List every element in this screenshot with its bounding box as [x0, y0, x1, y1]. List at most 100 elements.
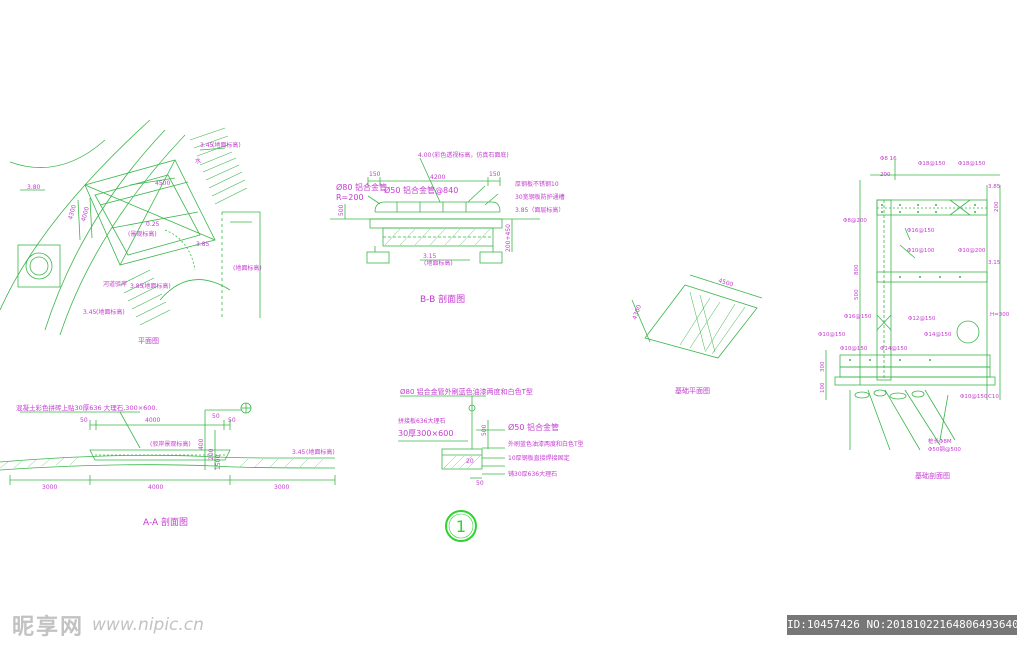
plan-texts: 平面图 3.80 4500 4300 4000 3.45 (地面标高) 3.85…	[27, 141, 262, 345]
section-bb-level-note: (地面标高)	[424, 259, 453, 267]
detail-1-dim-20: 20	[466, 458, 474, 465]
section-bb-dim-mix: 200+450	[505, 224, 512, 252]
fs-dim-1: 800	[854, 264, 860, 275]
plan-dim-4000: 4000	[80, 206, 91, 223]
section-bb-dim-4200: 4200	[430, 174, 445, 181]
plan-dim-3-80: 3.80	[27, 184, 41, 191]
foundation-plan	[631, 274, 763, 359]
detail-1-right-label-2: 10厚钢板直接焊接固定	[508, 454, 570, 462]
foundation-section-dots	[849, 204, 976, 361]
plan-note-river: (地面标高)	[233, 264, 262, 272]
detail-1-left-label-1: 30厚300×600	[398, 429, 453, 438]
plan-dim-4500: 4500	[155, 180, 170, 187]
section-bb-top-note: (彩色透视标高，仿真石面底)	[432, 151, 509, 159]
fs-label-7: Φ10@200	[958, 248, 986, 254]
fs-label-16: Φ10@150	[840, 346, 868, 352]
detail-1-dim-500: 500	[481, 424, 488, 436]
section-aa-side-dim-top: 50	[212, 413, 220, 420]
foundation-plan-dim-w: 4500	[717, 277, 734, 288]
plan-note-0: (地面标高)	[212, 141, 241, 149]
section-aa	[0, 402, 336, 485]
fs-dim-0: 200	[880, 172, 891, 178]
section-bb-right-note-1: 30宽钢板防护通槽	[515, 193, 565, 201]
fs-label-5: Φ16@150	[907, 228, 935, 234]
plan-dim-0-25: 0.25	[146, 221, 160, 228]
plan-dim-3-85a: 3.85	[196, 241, 210, 248]
plan-dim-3-85b: 3.85	[130, 283, 144, 290]
foundation-section-title: 基础剖面图	[915, 471, 950, 480]
plan-note-scene: 水	[195, 157, 201, 165]
fs-dim-3: 200	[994, 201, 1000, 212]
fs-label-19: Φ50钢@500	[928, 445, 961, 453]
section-aa-side-dim-0: 400	[198, 438, 205, 450]
section-aa-dim-bottom-1: 4000	[148, 484, 163, 491]
section-aa-dim-bottom-0: 3000	[42, 484, 57, 491]
section-bb-dim-150a: 150	[369, 171, 381, 178]
section-bb-dim-500: 500	[338, 204, 345, 216]
detail-1-right-label-0: Ø50 铝合金管	[508, 422, 559, 432]
fs-label-11: Φ14@150	[924, 332, 952, 338]
detail-marker-number: 1	[456, 517, 466, 536]
section-aa-top-note: 混凝土彩色拼砖上贴30厚636 大理石,300×600.	[16, 403, 158, 412]
fs-label-3: 3.85	[988, 184, 1001, 190]
detail-marker: 1	[445, 510, 477, 542]
section-bb-hatch	[384, 228, 491, 246]
watermark-site-name: 昵享网	[12, 615, 85, 640]
section-aa-dim-bottom-2: 3000	[274, 484, 289, 491]
foundation-plan-texts: 基础平面图 4500 4300	[631, 277, 734, 395]
section-aa-hatch	[0, 456, 324, 469]
fs-label-18: 桩长Φ8M	[928, 437, 952, 445]
fs-label-13: C10	[988, 394, 999, 400]
detail-1-left-label-0: 拼接板636大理石	[398, 417, 445, 425]
section-aa-side-dim-2: 1500	[215, 455, 222, 470]
watermark-url: www.nipic.cn	[92, 615, 204, 635]
section-bb-radius: R=200	[336, 193, 364, 202]
plan-dim-3-45a: 3.45	[200, 142, 214, 149]
section-aa-dim-50a: 50	[80, 417, 88, 424]
fs-label-2: Φ18@150	[958, 161, 986, 167]
detail-1-top-note: Ø80 铝合金管外刷蓝色油漆两度和白色T型	[400, 387, 533, 396]
section-bb-level-bottom: 3.15	[423, 253, 437, 260]
section-aa-inner-label: (驳岸景观标高)	[150, 440, 191, 448]
detail-1-right-label-3: 铺30厚636大理石	[508, 470, 557, 478]
section-bb-val-4: 4.00	[418, 152, 432, 159]
fs-label-1: Φ18@150	[918, 161, 946, 167]
plan-dim-3-45b: 3.45	[83, 309, 97, 316]
watermark-id-badge: ID:10457426 NO:20181022164806493640	[787, 615, 1017, 635]
plan-note-1: (景观标高)	[128, 230, 157, 238]
section-bb-tube-label: Ø50 铝合金管@840	[384, 185, 458, 195]
plan-note-water: 河道驳岸	[103, 280, 127, 288]
section-bb-title: B-B 剖面图	[420, 293, 465, 305]
fs-label-10: Φ12@150	[908, 316, 936, 322]
section-bb-texts: B-B 剖面图 4.00 (彩色透视标高，仿真石面底) 150 4200 150…	[336, 151, 565, 305]
section-bb-right-note-2: 3.85（面层标高）	[515, 206, 564, 214]
foundation-section	[825, 160, 1001, 451]
section-bb-lamp-label: Ø80 铝合金管	[336, 182, 387, 192]
section-bb	[330, 157, 540, 264]
detail-1-hatch	[443, 455, 481, 469]
detail-1-right-label-1: 外刷蓝色油漆两度和白色T型	[508, 440, 584, 448]
fs-dim-5: 100	[820, 382, 826, 393]
detail-1-texts: Ø80 铝合金管外刷蓝色油漆两度和白色T型 拼接板636大理石 30厚300×6…	[398, 387, 584, 487]
fs-dim-2: 500	[854, 289, 860, 300]
section-aa-dim-4000: 4000	[145, 417, 160, 424]
fs-label-4: Φ8@200	[843, 218, 867, 224]
section-aa-texts: A-A 剖面图 混凝土彩色拼砖上贴30厚636 大理石,300×600. 50 …	[16, 403, 335, 528]
foundation-section-texts: 基础剖面图 Φ8 16 Φ18@150 Φ18@150 3.85 Φ8@200 …	[818, 156, 1010, 480]
section-aa-level-label: 3.45	[292, 449, 306, 456]
fs-label-15: H=300	[990, 312, 1010, 318]
plan-view	[0, 119, 261, 336]
foundation-plan-title: 基础平面图	[675, 386, 710, 395]
section-aa-dim-50b: 50	[228, 417, 236, 424]
fs-dim-4: 300	[820, 361, 826, 372]
plan-title: 平面图	[138, 337, 159, 345]
section-aa-level-note: (地面标高)	[306, 448, 335, 456]
watermark-logo: 昵享网 www.nipic.cn	[12, 612, 204, 640]
fs-label-17: Φ14@150	[880, 346, 908, 352]
foundation-plan-dim-h: 4300	[631, 304, 643, 321]
plan-note-3: (地面标高)	[96, 308, 125, 316]
fs-label-14: Φ10@150	[960, 394, 988, 400]
fs-label-8: 3.15	[988, 260, 1001, 266]
fs-label-6: Φ10@100	[907, 248, 935, 254]
